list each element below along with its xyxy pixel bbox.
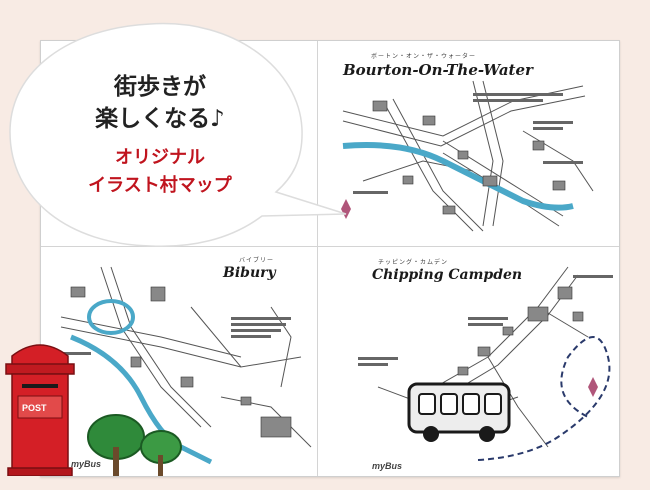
bus-icon <box>407 382 511 442</box>
bourton-title: Bourton-On-The-Water <box>343 61 533 79</box>
map-panel-bourton[interactable]: ボートン・オン・ザ・ウォーター Bourton-On-The-Water <box>323 41 619 245</box>
bibury-map-drawing <box>60 266 312 476</box>
bibury-title: Bibury <box>223 265 276 281</box>
divider-vertical <box>317 41 318 476</box>
bus-route <box>477 336 611 461</box>
bubble-line-1: 街歩きが <box>114 74 206 100</box>
tree-icon <box>87 414 182 476</box>
postbox-icon <box>5 344 75 476</box>
bibury-ruby: バイブリー <box>239 257 275 264</box>
bubble-line-4: イラスト村マップ <box>88 175 232 196</box>
postbox-label: POST <box>22 403 47 413</box>
bubble-line-2: 楽しくなる♪ <box>95 106 225 132</box>
compass-icon <box>588 377 598 397</box>
bourton-map-drawing <box>341 80 594 232</box>
chipping-ruby: チッピング・カムデン <box>378 259 449 266</box>
chipping-title: Chipping Campden <box>372 267 523 283</box>
mybus-logo: myBus <box>71 459 102 469</box>
bubble-line-3: オリジナル <box>115 147 205 168</box>
bourton-ruby: ボートン・オン・ザ・ウォーター <box>371 53 477 60</box>
mybus-logo: myBus <box>372 461 403 471</box>
compass-icon <box>341 199 351 219</box>
map-panel-bibury[interactable]: バイブリー Bibury myBus <box>41 247 317 476</box>
river <box>342 142 574 211</box>
